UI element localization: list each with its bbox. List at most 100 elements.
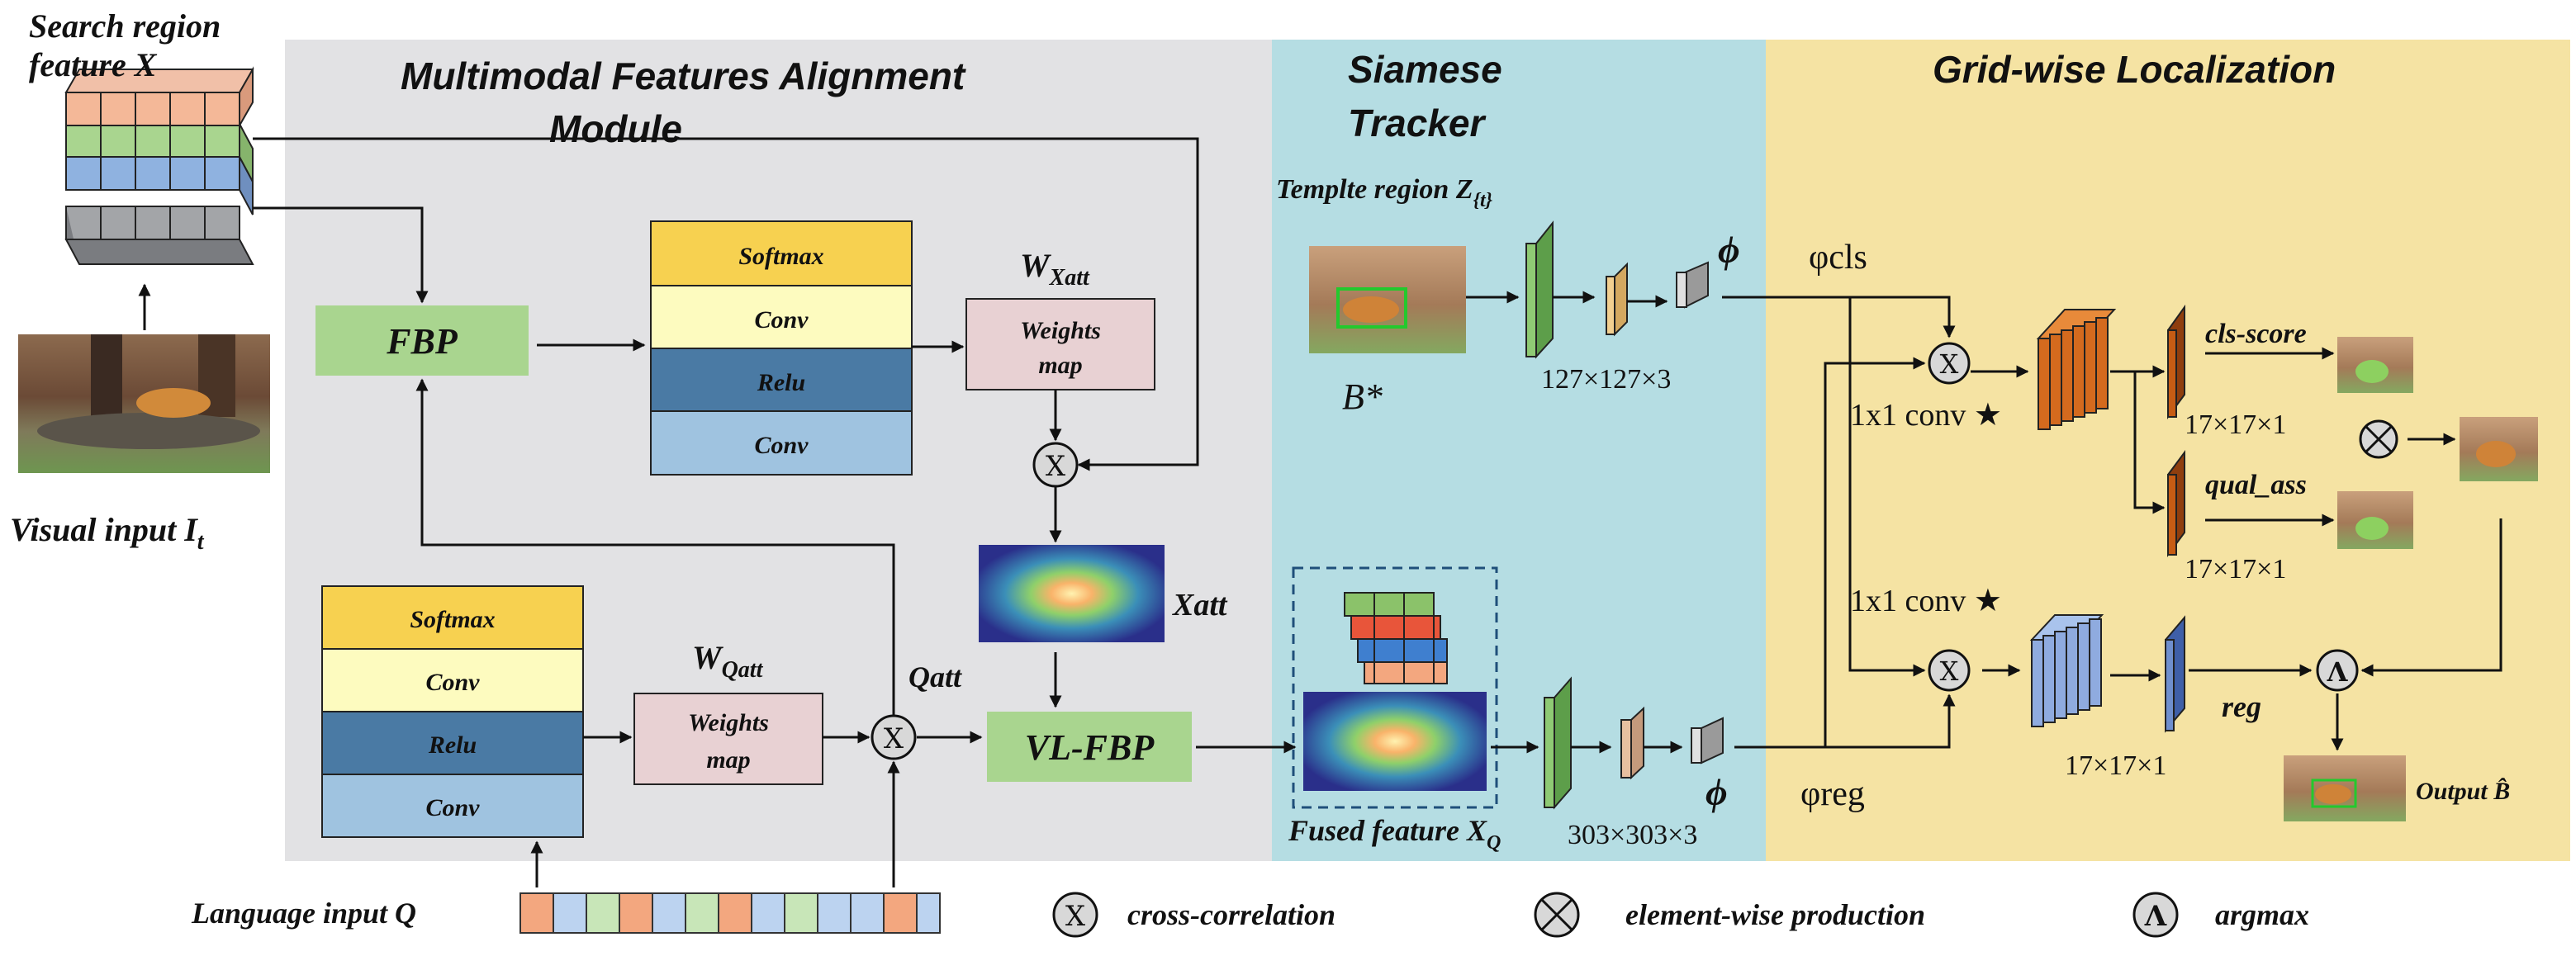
mfa-title-line2: Module xyxy=(549,107,682,150)
cls-conv-stack xyxy=(2036,309,2117,430)
fbp-label: FBP xyxy=(386,321,458,362)
bottom-relu-label: Relu xyxy=(428,731,477,759)
arrow-score-to-argmax xyxy=(2360,518,2502,677)
search-region-feature-stack xyxy=(64,66,254,265)
arrow-features-to-top-cross xyxy=(253,137,1199,471)
output-image xyxy=(2284,755,2406,821)
search-backbone xyxy=(1544,676,1724,810)
template-size-label: 127×127×3 xyxy=(1541,364,1671,395)
cls-score-thumbnail xyxy=(2337,337,2413,393)
argmax-node xyxy=(2316,649,2359,692)
legend-cross-symbol: X xyxy=(1065,900,1086,933)
top-relu-label: Relu xyxy=(757,369,805,396)
bottom-softmax-label: Softmax xyxy=(410,606,495,633)
legend-argmax-symbol: Λ xyxy=(2144,900,2167,933)
search-region-label-line2: feature X xyxy=(29,46,158,83)
arrow-template-to-reg-cross xyxy=(1848,297,1926,677)
reg-conv-stack xyxy=(2029,614,2104,727)
fused-feature-frame xyxy=(1292,566,1498,809)
grid-panel xyxy=(1766,40,2570,861)
qual-ass-map xyxy=(2167,449,2185,558)
visual-input-image xyxy=(18,334,270,473)
cls-score-map xyxy=(2167,304,2185,420)
legend-argmax-label: argmax xyxy=(2215,898,2309,931)
qatt-cross-symbol: X xyxy=(884,722,904,755)
argmax-symbol: Λ xyxy=(2327,656,2349,688)
reg-map xyxy=(2165,615,2185,733)
reg-label: reg xyxy=(2222,690,2261,723)
bottom-weights-map xyxy=(633,693,823,785)
arrow-cls-stack-to-qual xyxy=(2133,372,2166,514)
fused-feature-label: Fused feature XQ xyxy=(1288,814,1501,854)
top-weights-symbol: WXatt xyxy=(1020,247,1090,291)
top-cross-symbol: X xyxy=(1046,450,1066,483)
reg-size-label: 17×17×1 xyxy=(2065,750,2166,781)
language-token-bar xyxy=(519,892,941,934)
legend-elementwise-stroke-2 xyxy=(1540,898,1573,931)
bottom-attention-stack xyxy=(321,585,584,838)
cls-cross-correlation-node xyxy=(1928,342,1971,385)
qual-size-label: 17×17×1 xyxy=(2185,554,2286,584)
top-conv-label-1: Conv xyxy=(754,306,809,334)
template-backbone xyxy=(1525,220,1709,359)
top-conv-label-2: Conv xyxy=(754,432,809,459)
arrow-qatt-to-fbp xyxy=(415,378,895,715)
template-region-label: Templte region Z{t} xyxy=(1276,174,1493,211)
bottom-conv-label-1: Conv xyxy=(425,669,480,696)
output-label: Output B̂ xyxy=(2416,778,2510,805)
conv-bottom-label: 1x1 conv ★ xyxy=(1850,584,2002,618)
vl-fbp-label: VL-FBP xyxy=(1025,727,1155,768)
search-phi: ϕ xyxy=(1705,771,1728,813)
reg-cross-correlation-node xyxy=(1928,649,1971,692)
qatt-label: Qatt xyxy=(908,660,962,693)
grid-title: Grid-wise Localization xyxy=(1933,48,2336,91)
cls-size-label: 17×17×1 xyxy=(2185,409,2286,440)
bottom-weights-symbol: WQatt xyxy=(692,639,764,683)
xatt-label: Xatt xyxy=(1172,588,1228,622)
template-phi: ϕ xyxy=(1718,229,1740,271)
b-star-label: B* xyxy=(1342,376,1383,417)
qatt-cross-correlation-node xyxy=(871,714,917,760)
template-image xyxy=(1309,246,1466,353)
fused-feature-heatmap xyxy=(1303,692,1487,791)
qual-ass-thumbnail xyxy=(2337,491,2413,549)
search-region-label-line1: Search region xyxy=(29,7,221,45)
top-attention-stack xyxy=(650,220,913,476)
mfa-title-line1: Multimodal Features Alignment xyxy=(401,54,966,97)
arrow-search-to-reg-cross xyxy=(1825,693,1956,749)
cls-score-label: cls-score xyxy=(2205,319,2307,349)
legend-cross-label: cross-correlation xyxy=(1127,898,1335,931)
arrow-search-to-cls-cross xyxy=(1734,357,1926,749)
qual-ass-label: qual_ass xyxy=(2205,470,2307,500)
language-input-label: Language input Q xyxy=(191,897,416,930)
fbp-block xyxy=(315,305,529,376)
legend-elementwise-label: element-wise production xyxy=(1625,898,1925,931)
phi-reg-label: φreg xyxy=(1800,775,1865,813)
conv-top-label: 1x1 conv ★ xyxy=(1850,398,2002,433)
xatt-heatmap xyxy=(979,545,1165,642)
vl-fbp-block xyxy=(987,712,1192,782)
siamese-title-line2: Tracker xyxy=(1348,102,1487,144)
legend-argmax-icon xyxy=(2132,892,2179,938)
element-wise-node-stroke-2 xyxy=(2365,425,2393,453)
reg-cross-symbol: X xyxy=(1940,655,1959,687)
fused-feature-cube xyxy=(1344,592,1448,684)
siamese-title-line1: Siamese xyxy=(1348,48,1502,91)
bottom-conv-label-2: Conv xyxy=(425,794,480,821)
legend-cross-icon xyxy=(1052,892,1098,938)
visual-input-label: Visual input It xyxy=(10,511,205,555)
arrow-template-to-cls-cross xyxy=(1722,296,1956,338)
top-weights-map-line2: map xyxy=(1038,352,1082,379)
arrow-features-to-fbp xyxy=(253,206,429,304)
top-weights-map-line1: Weights xyxy=(1020,317,1101,344)
bottom-weights-map-line2: map xyxy=(706,746,750,774)
combined-score-thumbnail xyxy=(2460,417,2538,481)
bottom-weights-map-line1: Weights xyxy=(688,709,769,736)
phi-cls-label: φcls xyxy=(1809,239,1867,277)
legend: X cross-correlation element-wise product… xyxy=(1052,892,2309,938)
top-weights-map xyxy=(965,298,1155,390)
top-softmax-label: Softmax xyxy=(738,243,823,270)
search-size-label: 303×303×3 xyxy=(1568,820,1697,850)
cls-cross-symbol: X xyxy=(1940,348,1959,380)
